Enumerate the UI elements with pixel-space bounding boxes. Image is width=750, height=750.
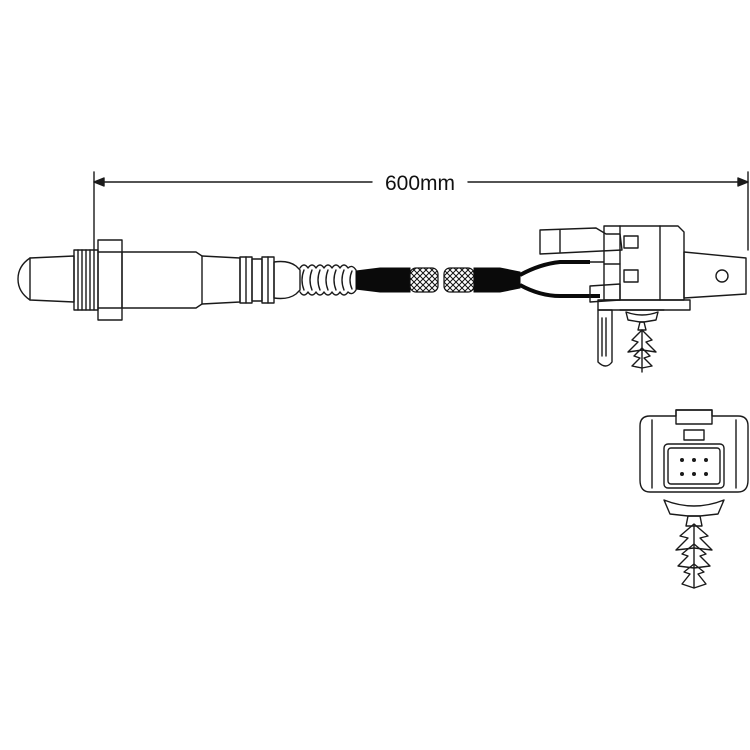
connector-terminal-tab	[597, 309, 613, 367]
mounting-clip-side	[625, 311, 659, 373]
sensor-hex-nut	[97, 239, 123, 321]
sensor-cable	[355, 260, 604, 298]
sensor-crimp	[239, 256, 275, 304]
sensor-body	[121, 251, 203, 309]
sensor-tip	[17, 255, 75, 303]
connector-side-view	[539, 225, 747, 311]
dimension-label: 600mm	[385, 172, 455, 195]
mounting-clip-front	[663, 499, 725, 589]
connector-front-view	[639, 409, 749, 493]
connector-pins	[680, 458, 708, 476]
cable-grommet	[273, 260, 301, 300]
sensor-thread	[73, 249, 99, 311]
dimension-line	[93, 171, 749, 251]
corrugated-sleeve	[299, 264, 357, 296]
